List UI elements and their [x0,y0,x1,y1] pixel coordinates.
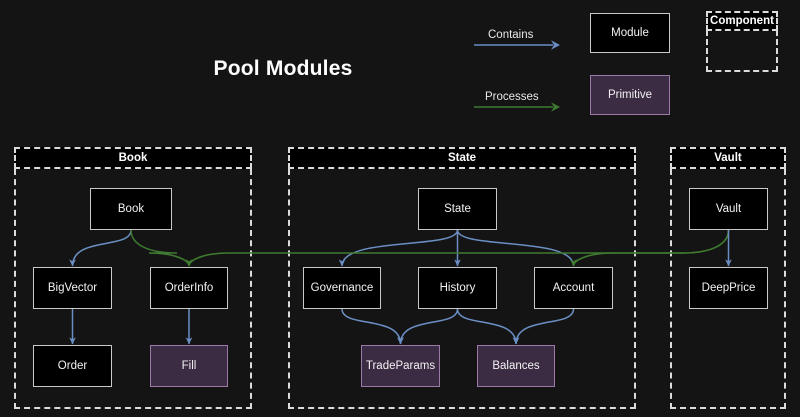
group-label-book: Book [118,152,148,164]
group-header-state[interactable]: State [288,147,636,169]
node-label-state: State [444,203,471,215]
node-label-history: History [439,282,476,294]
node-label-bigvector: BigVector [47,282,98,294]
node-label-governance: Governance [310,282,374,294]
group-body-vault [670,169,786,409]
legend-contains-label: Contains [488,29,534,41]
legend-processes-label: Processes [485,91,539,103]
node-bigvector[interactable]: BigVector [33,267,112,309]
legend-module-sample: Module [590,13,670,53]
legend-component-label: Component [710,15,774,27]
node-label-account: Account [552,282,595,294]
node-state[interactable]: State [418,188,497,230]
legend-primitive-label: Primitive [607,89,653,101]
group-body-book [14,169,252,409]
node-label-book: Book [117,203,145,215]
node-label-vault: Vault [715,203,742,215]
group-body-state [288,169,636,409]
node-label-fill: Fill [181,360,197,372]
legend-component-sample-body [706,30,778,72]
legend-primitive-sample: Primitive [590,75,670,115]
node-balances[interactable]: Balances [477,345,555,387]
node-book[interactable]: Book [90,188,172,230]
node-fill[interactable]: Fill [150,345,228,387]
node-label-tradeparams: TradeParams [365,360,436,372]
node-label-orderinfo: OrderInfo [164,282,214,294]
node-orderinfo[interactable]: OrderInfo [150,267,228,309]
node-label-deepprice: DeepPrice [701,282,756,294]
group-label-state: State [447,152,477,164]
legend-contains-arrow-right-icon [474,40,560,50]
group-label-vault: Vault [714,152,742,164]
node-label-balances: Balances [492,360,540,372]
group-header-book[interactable]: Book [14,147,252,169]
node-account[interactable]: Account [534,267,613,309]
node-vault[interactable]: Vault [689,188,768,230]
legend-module-label: Module [611,27,649,39]
page-title: Pool Modules [213,57,353,80]
node-order[interactable]: Order [33,345,112,387]
node-deepprice[interactable]: DeepPrice [689,267,768,309]
node-history[interactable]: History [418,267,497,309]
legend-processes-arrow-right-icon [474,102,560,112]
legend-component-sample-header: Component [706,11,778,31]
group-header-vault[interactable]: Vault [670,147,786,169]
node-tradeparams[interactable]: TradeParams [361,345,440,387]
node-label-order: Order [57,360,88,372]
node-governance[interactable]: Governance [303,267,381,309]
